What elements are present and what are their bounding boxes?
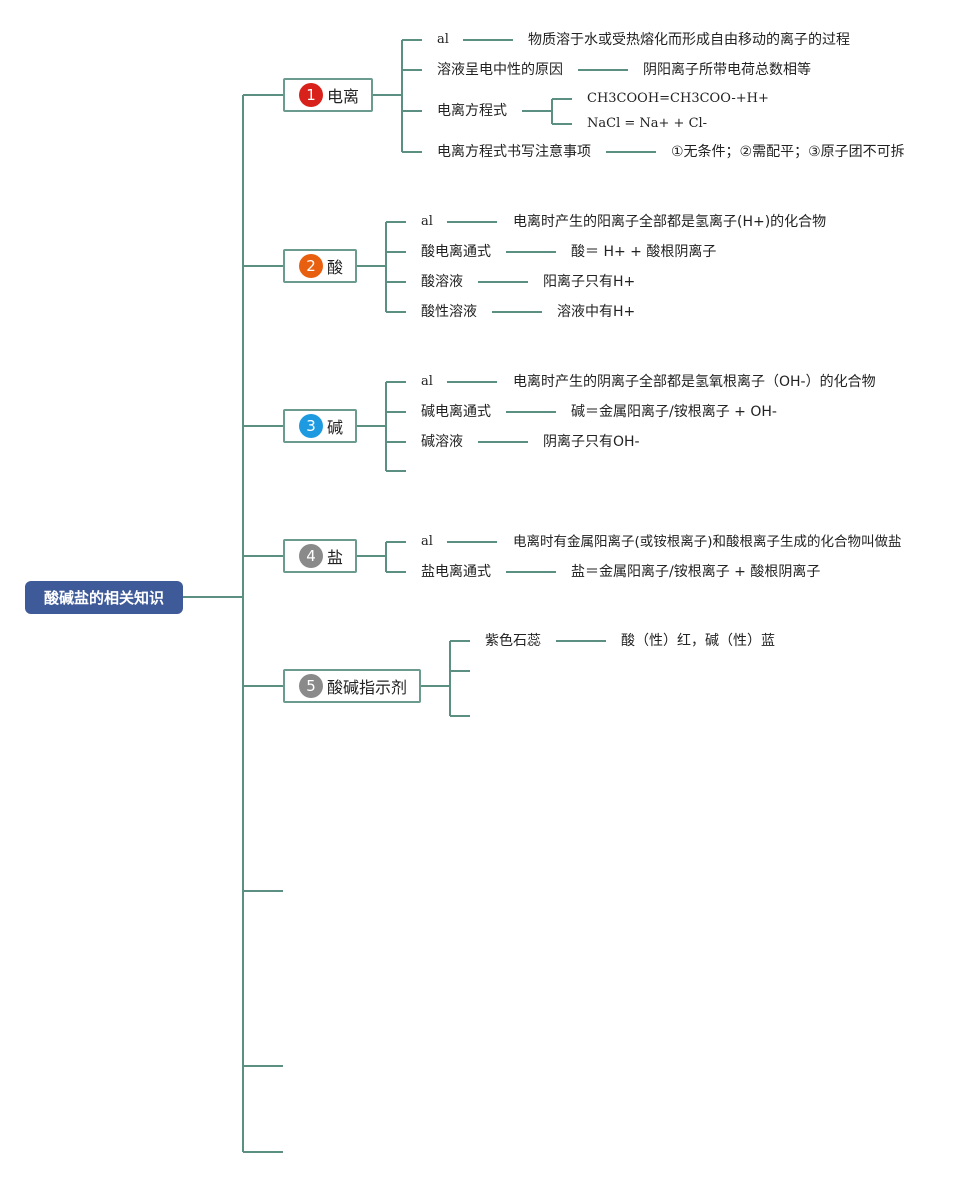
topic-value[interactable]: NaCl = Na+ + Cl-: [587, 116, 708, 131]
topic-key[interactable]: 溶液呈电中性的原因: [437, 62, 563, 78]
number-badge: 1: [299, 83, 323, 107]
topic-key[interactable]: 电离方程式书写注意事项: [437, 144, 591, 160]
branch-label: 酸: [327, 258, 344, 277]
number-badge: 5: [299, 674, 323, 698]
topic-value[interactable]: 溶液中有H+: [557, 304, 636, 320]
branch-label: 电离: [327, 87, 360, 106]
topic-key[interactable]: 碱电离通式: [421, 404, 491, 420]
branch-label: 碱: [327, 418, 344, 437]
topic-value[interactable]: 电离时产生的阳离子全部都是氢离子(H+)的化合物: [513, 214, 827, 230]
branch-node-salt[interactable]: 4 盐: [283, 539, 357, 573]
number-badge: 4: [299, 544, 323, 568]
topic-key[interactable]: al: [421, 534, 433, 549]
topic-key[interactable]: al: [421, 374, 433, 389]
topic-value[interactable]: 盐＝金属阳离子/铵根离子 + 酸根阴离子: [571, 564, 821, 580]
topic-key[interactable]: al: [437, 32, 449, 47]
branch-node-acid[interactable]: 2 酸: [283, 249, 357, 283]
topic-value[interactable]: 物质溶于水或受热熔化而形成自由移动的离子的过程: [528, 32, 850, 48]
topic-value[interactable]: 阴离子只有OH-: [543, 434, 640, 450]
topic-key[interactable]: 酸电离通式: [421, 244, 491, 260]
topic-value[interactable]: ①无条件；②需配平；③原子团不可拆: [671, 144, 905, 160]
topic-value[interactable]: 电离时产生的阴离子全部都是氢氧根离子（OH-）的化合物: [513, 374, 876, 390]
topic-key[interactable]: 盐电离通式: [421, 564, 491, 580]
topic-value[interactable]: 酸＝ H+ + 酸根阴离子: [571, 244, 717, 260]
branch-node-base[interactable]: 3 碱: [283, 409, 357, 443]
number-badge: 3: [299, 414, 323, 438]
number-badge: 2: [299, 254, 323, 278]
branch-label: 酸碱指示剂: [327, 678, 408, 697]
topic-key[interactable]: 碱溶液: [421, 434, 463, 450]
branch-label: 盐: [327, 548, 344, 567]
topic-value[interactable]: 碱＝金属阳离子/铵根离子 + OH-: [571, 404, 777, 420]
topic-key[interactable]: 酸溶液: [421, 274, 463, 290]
root-node[interactable]: 酸碱盐的相关知识: [25, 581, 183, 614]
branch-node-ionization[interactable]: 1 电离: [283, 78, 373, 112]
topic-value[interactable]: CH3COOH=CH3COO-+H+: [587, 91, 769, 106]
topic-value[interactable]: 阳离子只有H+: [543, 274, 636, 290]
topic-key[interactable]: 酸性溶液: [421, 304, 477, 320]
topic-key[interactable]: 紫色石蕊: [485, 633, 541, 649]
topic-value[interactable]: 阴阳离子所带电荷总数相等: [643, 62, 811, 78]
topic-value[interactable]: 电离时有金属阳离子(或铵根离子)和酸根离子生成的化合物叫做盐: [513, 534, 902, 550]
topic-value[interactable]: 酸（性）红，碱（性）蓝: [621, 633, 775, 649]
branch-node-indicator[interactable]: 5 酸碱指示剂: [283, 669, 421, 703]
topic-key[interactable]: 电离方程式: [437, 103, 507, 119]
topic-key[interactable]: al: [421, 214, 433, 229]
